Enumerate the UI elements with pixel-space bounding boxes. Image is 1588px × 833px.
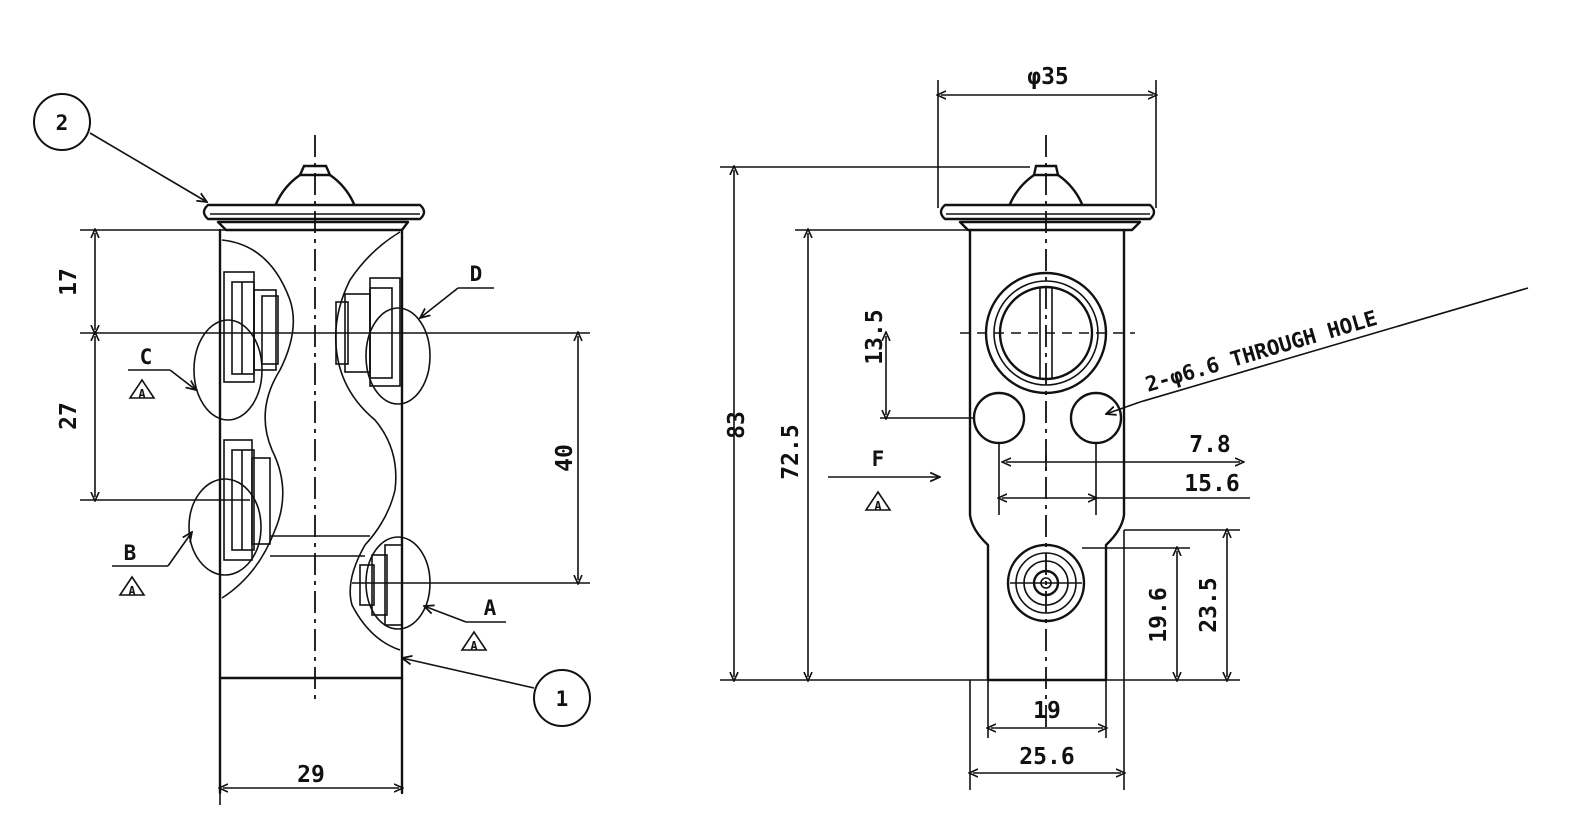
- left-diaphragm-head: [202, 164, 426, 232]
- dim-40: 40: [552, 444, 578, 472]
- svg-text:A: A: [128, 584, 136, 598]
- callout-b: B A: [112, 532, 192, 598]
- dim-13.5: 13.5: [862, 309, 888, 364]
- port-b-seal: [188, 439, 271, 576]
- dim-83: 83: [724, 411, 750, 439]
- dim-25.6: 25.6: [1019, 744, 1074, 770]
- svg-text:A: A: [874, 499, 882, 513]
- flow-label: F: [872, 447, 885, 471]
- left-body: [218, 228, 404, 795]
- right-view: φ35 83 72.5 13.5 7.8 15.6 19.6 23.5 19 2…: [720, 64, 1529, 790]
- flow-indicator: F A: [828, 447, 940, 513]
- dim-72.5: 72.5: [778, 424, 804, 479]
- callout-d: D: [420, 262, 494, 318]
- dim-27: 27: [56, 402, 82, 430]
- dim-29: 29: [297, 762, 325, 788]
- svg-text:B: B: [124, 541, 137, 565]
- balloon-2: [33, 93, 91, 151]
- port-d-seal: [335, 277, 431, 405]
- through-holes: [972, 391, 1123, 515]
- balloon-2-label: 2: [56, 111, 69, 135]
- hole-note-text: 2-φ6.6 THROUGH HOLE: [1143, 306, 1380, 397]
- dim-17: 17: [56, 268, 82, 296]
- dim-15.6: 15.6: [1184, 471, 1239, 497]
- callout-c: C A: [128, 345, 196, 401]
- left-view: 17 27 40 29 2 1 C A B A D: [33, 93, 591, 805]
- dim-7.8: 7.8: [1189, 432, 1231, 458]
- callout-a: A A: [424, 596, 506, 653]
- dim-19: 19: [1033, 698, 1061, 724]
- hole-note: 2-φ6.6 THROUGH HOLE: [1106, 287, 1529, 414]
- outlet-port: [1006, 543, 1086, 623]
- upper-port: [960, 271, 1135, 395]
- balloon-1: [533, 669, 591, 727]
- dim-19.6: 19.6: [1146, 587, 1172, 642]
- dim-23.5: 23.5: [1196, 577, 1222, 632]
- port-c-seal: [193, 271, 279, 421]
- dim-phi35: φ35: [1027, 64, 1069, 90]
- svg-text:D: D: [470, 262, 483, 286]
- svg-text:A: A: [138, 387, 146, 401]
- svg-text:A: A: [484, 596, 497, 620]
- svg-text:A: A: [470, 639, 478, 653]
- balloon-1-label: 1: [556, 687, 569, 711]
- svg-text:C: C: [140, 345, 153, 369]
- right-diaphragm-head: [939, 164, 1156, 232]
